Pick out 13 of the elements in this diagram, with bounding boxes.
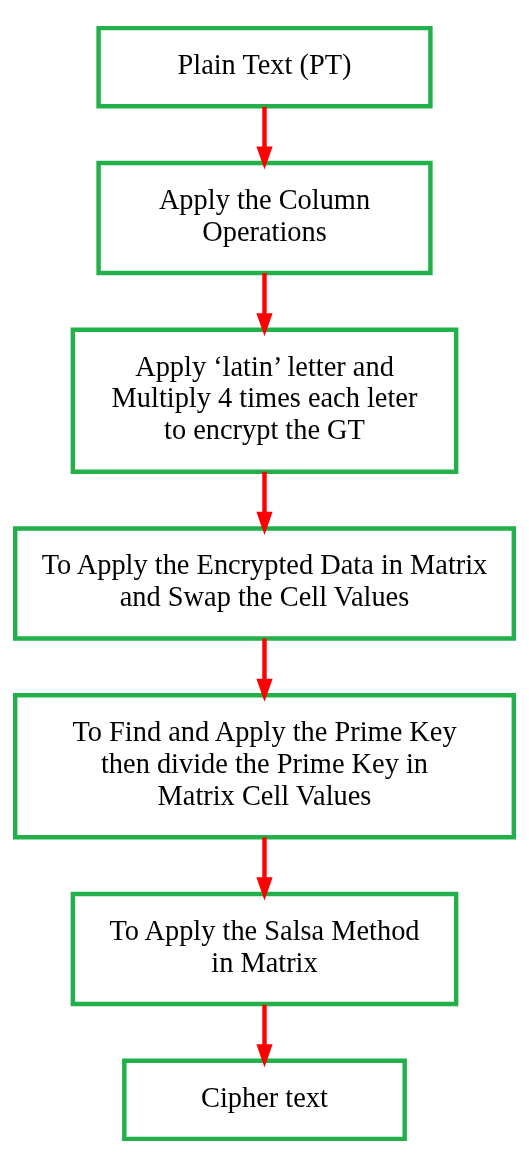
node-box: Apply the Column Operations [96,160,433,275]
arrow [256,836,273,900]
node-box: Cipher text [122,1058,407,1141]
arrow [256,106,273,170]
node-box: To Apply the Salsa Method in Matrix [70,891,459,1006]
node-box: To Find and Apply the Prime Key then divide the Prime Key in Matrix Cell Values [12,692,517,839]
node-box: Apply ‘latin’ letter and Multiply 4 times each leter to encrypt the GT [70,327,459,474]
arrow [256,471,273,535]
arrow [256,1004,273,1067]
arrow [256,272,273,336]
arrow [256,638,273,702]
node-box: Plain Text (PT) [96,25,433,108]
node-box: To Apply the Encrypted Data in Matrix and Swap the Cell Values [12,525,517,641]
